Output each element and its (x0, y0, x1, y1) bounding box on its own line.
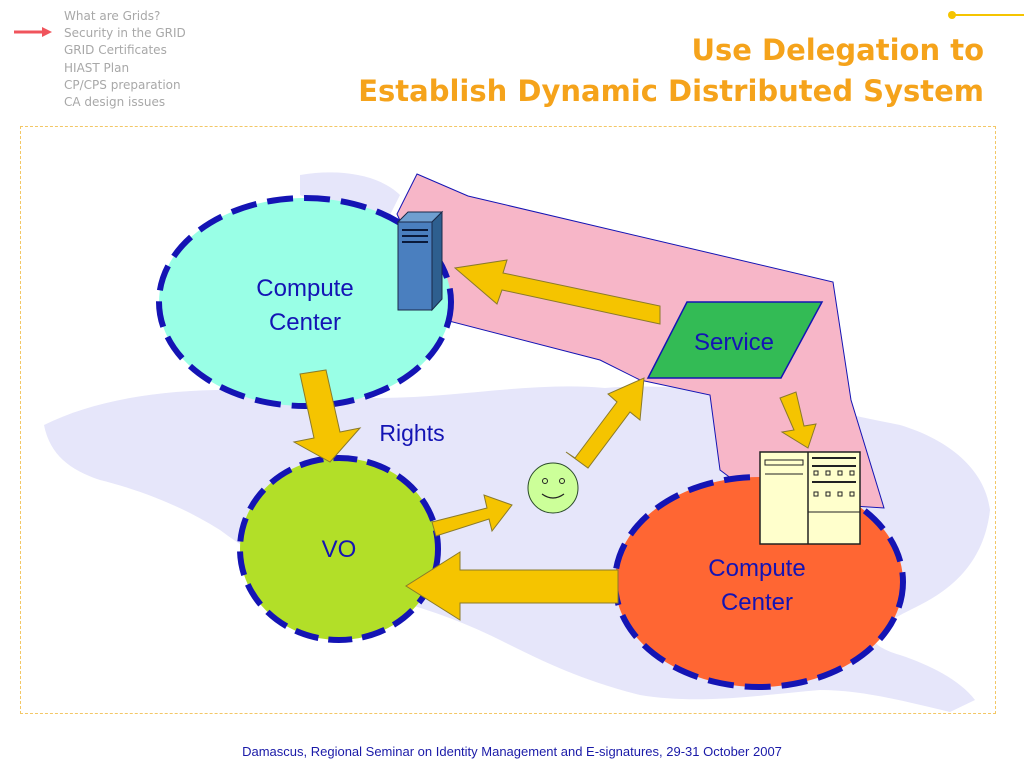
arrow-service-to-server (453, 259, 661, 325)
agenda-list: What are Grids? Security in the GRID GRI… (64, 8, 186, 111)
title-line-2: Establish Dynamic Distributed System (358, 74, 984, 108)
rights-label: Rights (379, 420, 444, 446)
compute-center-bottom-label-2: Center (721, 589, 793, 616)
content-frame (20, 126, 996, 714)
compute-center-top-label-1: Compute (256, 275, 353, 302)
current-section-arrow-icon (14, 27, 52, 37)
user-smiley-icon (527, 462, 579, 514)
footer-text: Damascus, Regional Seminar on Identity M… (242, 744, 782, 759)
compute-center-top[interactable] (156, 195, 454, 409)
agenda-item[interactable]: What are Grids? (64, 9, 161, 23)
compute-center-bottom-label-1: Compute (708, 555, 805, 582)
agenda-item[interactable]: CP/CPS preparation (64, 77, 181, 92)
arrow-user-to-service (565, 377, 645, 469)
service-node[interactable] (646, 301, 824, 379)
agenda-item-current[interactable]: Security in the GRID (64, 26, 186, 41)
agenda-item[interactable]: HIAST Plan (64, 60, 130, 75)
agenda-item[interactable]: GRID Certificates (64, 43, 167, 58)
arrow-vo-to-user (431, 494, 513, 537)
storage-server-icon (759, 451, 861, 545)
vo-node[interactable] (237, 455, 441, 643)
vo-label: VO (322, 536, 357, 563)
title-line-1: Use Delegation to (691, 33, 984, 67)
accent-dot-line (948, 11, 1024, 19)
server-icon (396, 210, 444, 312)
agenda-item[interactable]: CA design issues (64, 95, 166, 110)
arrow-service-to-server-bottom (779, 391, 817, 449)
service-label: Service (694, 329, 774, 356)
compute-center-top-label-2: Center (269, 309, 341, 336)
arrow-compute-bottom-to-vo (405, 551, 619, 621)
page-title: Use Delegation to Establish Dynamic Dist… (358, 30, 984, 112)
arrow-compute-to-vo (292, 369, 362, 463)
